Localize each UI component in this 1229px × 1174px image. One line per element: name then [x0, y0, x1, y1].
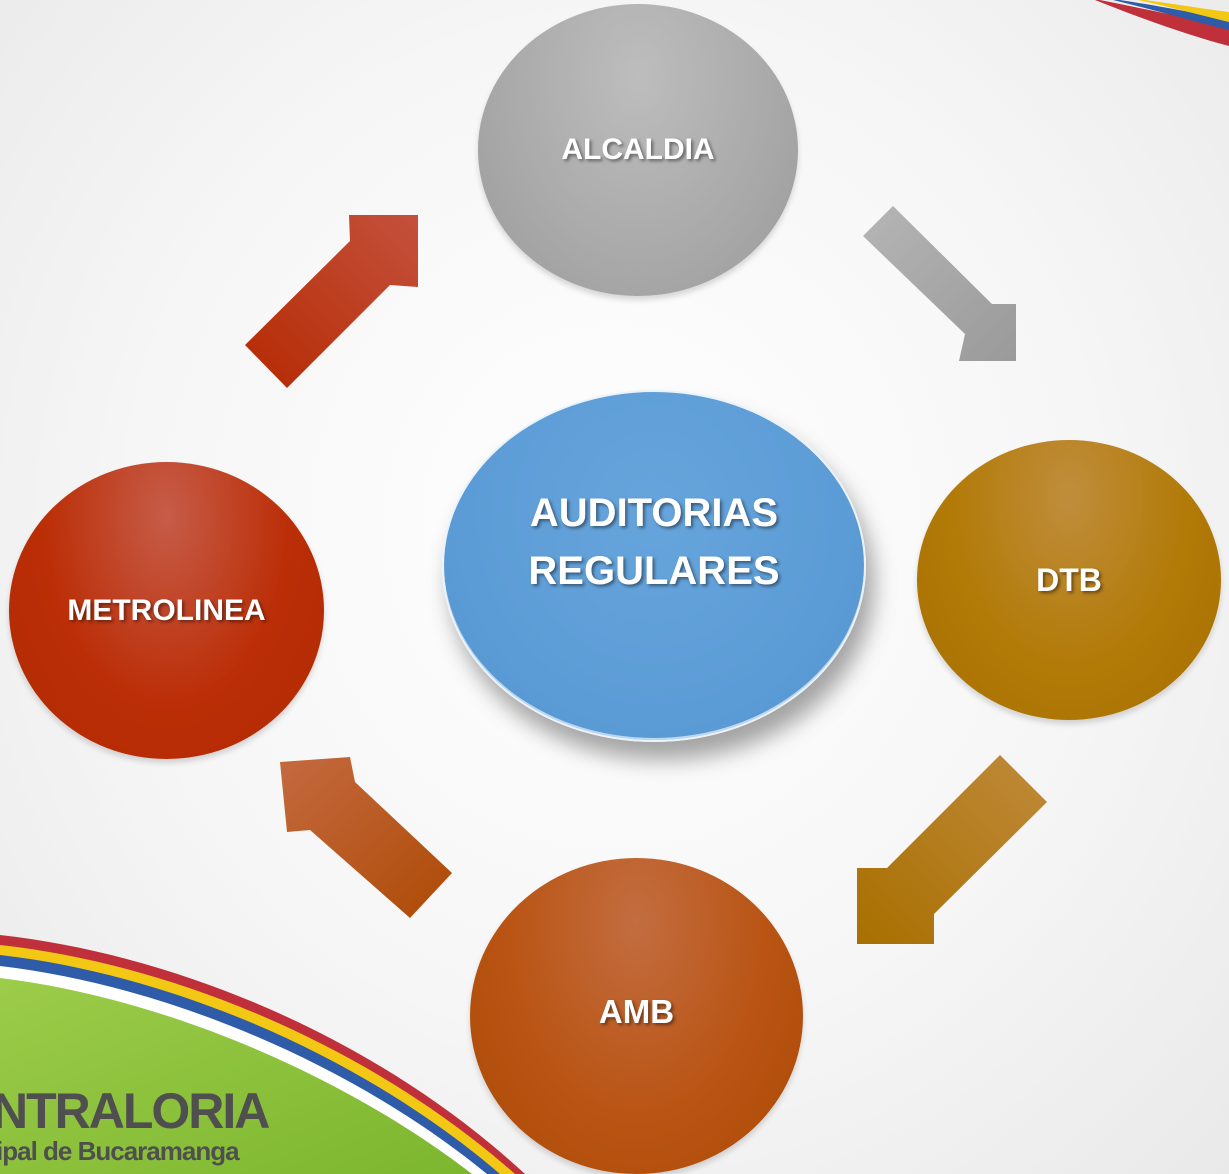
node-alcaldia: ALCALDIA: [478, 4, 798, 296]
flag-stripes: [1095, 0, 1229, 46]
node-dtb: DTB: [917, 440, 1221, 720]
node-amb: AMB: [470, 858, 803, 1174]
logo-title: NTRALORIA: [0, 1083, 270, 1139]
arrow-amb-to-metrolinea: [280, 757, 452, 918]
center-label-line2: REGULARES: [528, 549, 780, 593]
arrow-metrolinea-to-alcaldia: [245, 215, 418, 388]
node-metrolinea: METROLINEA: [9, 462, 324, 759]
arrow-dtb-to-amb: [857, 755, 1047, 944]
logo-banner: [0, 935, 525, 1174]
node-amb-label: AMB: [598, 993, 675, 1030]
center-node-auditorias-regulares: AUDITORIAS REGULARES: [442, 390, 866, 742]
node-metrolinea-label: METROLINEA: [67, 593, 266, 627]
node-dtb-label: DTB: [1036, 561, 1102, 598]
logo-subtitle: ipal de Bucaramanga: [0, 1136, 240, 1166]
node-alcaldia-label: ALCALDIA: [561, 133, 715, 166]
arrow-alcaldia-to-dtb: [863, 206, 1016, 361]
center-label-line1: AUDITORIAS: [529, 491, 779, 535]
